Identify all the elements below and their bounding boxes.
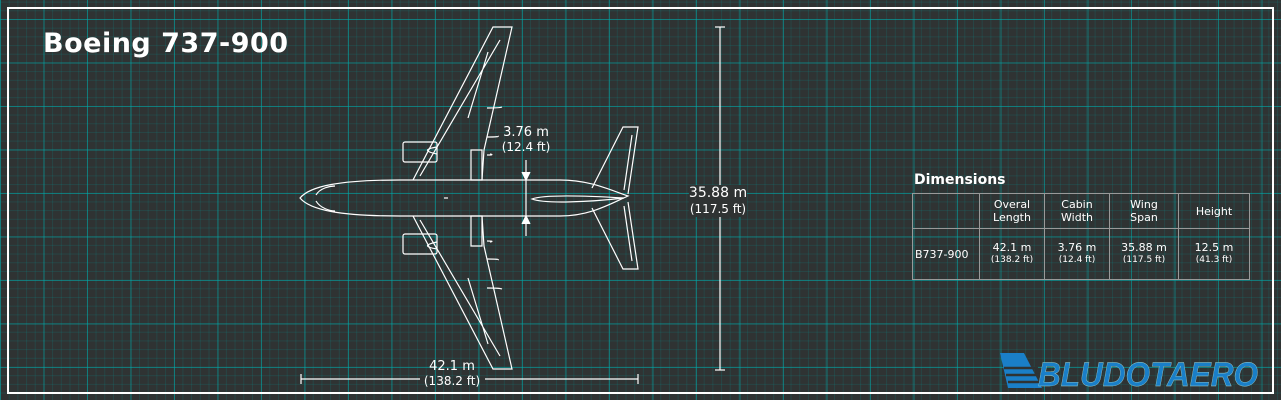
header-line: Span	[1130, 211, 1158, 224]
cabin-width-imperial: (12.4 ft)	[501, 140, 551, 154]
fuselage	[299, 179, 630, 217]
cell-metric: 3.76 m	[1057, 241, 1097, 254]
length-imperial: (138.2 ft)	[423, 374, 481, 388]
column-header-model	[912, 193, 980, 229]
length-cell: 42.1 m(138.2 ft)	[979, 228, 1045, 280]
wing-upper	[412, 26, 513, 181]
cell-metric: 12.5 m	[1194, 241, 1234, 254]
svg-text:BLUDOTAERO: BLUDOTAERO	[1038, 356, 1258, 392]
border-frame	[7, 7, 1274, 394]
overall-length-annotation: 42.1 m (138.2 ft)	[424, 359, 480, 389]
wing-span-metric: 35.88 m	[688, 185, 748, 201]
cabin-width-metric: 3.76 m	[503, 125, 549, 140]
bludotaero-logo: BLUDOTAERO	[998, 350, 1263, 396]
cell-metric: 35.88 m	[1121, 241, 1167, 254]
header-line: Length	[993, 211, 1031, 224]
cabin-width-annotation: 3.76 m (12.4 ft)	[502, 125, 551, 155]
model-cell: B737-900	[912, 228, 980, 280]
dimension-lines	[300, 26, 725, 384]
header-line: Width	[1061, 211, 1093, 224]
wing-lower	[412, 215, 513, 370]
horizontal-stabilizers	[591, 126, 639, 270]
length-metric: 42.1 m	[429, 359, 475, 374]
cell-imperial: (12.4 ft)	[1058, 255, 1096, 265]
height-cell: 12.5 m(41.3 ft)	[1178, 228, 1250, 280]
column-header-height: Height	[1178, 193, 1250, 229]
logo-graphic: BLUDOTAERO	[1000, 353, 1258, 394]
header-line: Cabin	[1061, 198, 1093, 211]
header-line: Wing	[1130, 198, 1158, 211]
wing-span-cell: 35.88 m(117.5 ft)	[1109, 228, 1179, 280]
cell-imperial: (117.5 ft)	[1122, 255, 1166, 265]
wing-span-annotation: 35.88 m (117.5 ft)	[688, 185, 748, 217]
cabin-width-cell: 3.76 m(12.4 ft)	[1044, 228, 1110, 280]
page-title: Boeing 737-900	[43, 28, 289, 59]
cell-imperial: (41.3 ft)	[1195, 255, 1233, 265]
header-line: Height	[1195, 204, 1233, 218]
wing-span-imperial: (117.5 ft)	[689, 202, 747, 216]
engines	[402, 141, 438, 255]
header-line: Overal	[993, 198, 1031, 211]
cell-imperial: (138.2 ft)	[990, 255, 1034, 265]
dimensions-heading: Dimensions	[914, 172, 1006, 188]
table-row: B737-900 42.1 m(138.2 ft) 3.76 m(12.4 ft…	[912, 228, 1250, 280]
cell-metric: 42.1 m	[992, 241, 1032, 254]
